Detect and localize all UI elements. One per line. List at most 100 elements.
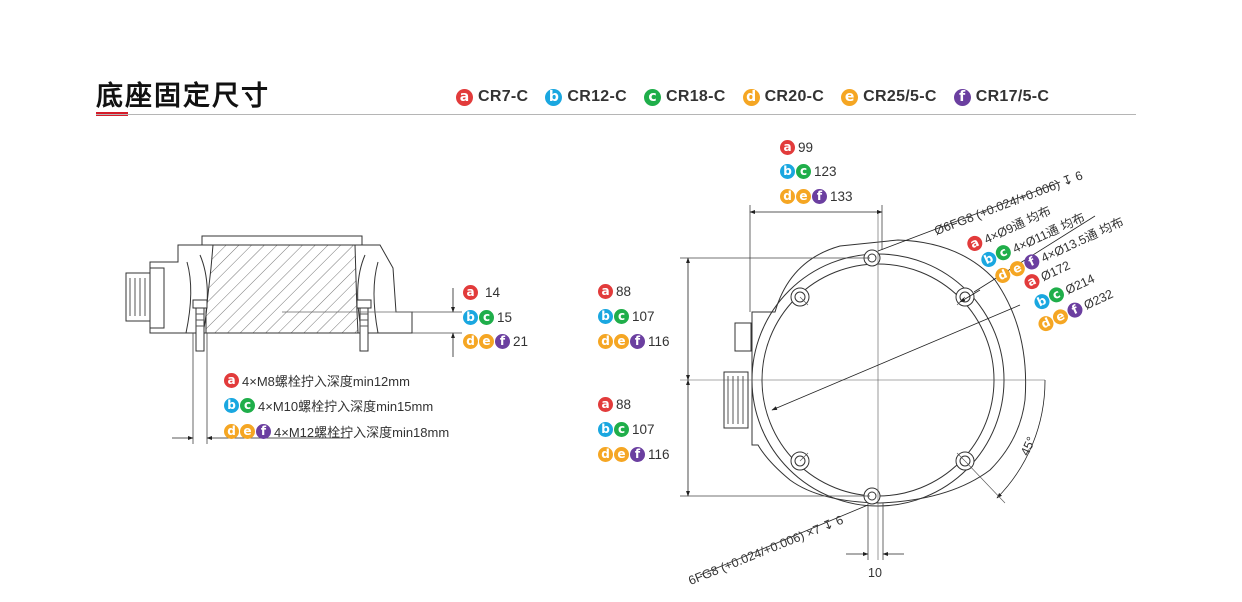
side-cavity-left: [185, 261, 192, 334]
dim-value: 14: [485, 285, 501, 300]
badge-a-icon: a: [456, 88, 473, 106]
badge-a-icon: a: [780, 140, 795, 155]
legend-label: CR18-C: [665, 88, 726, 105]
bolt-head-right: [356, 299, 372, 309]
dim-value: 123: [814, 164, 837, 179]
dim-value: 133: [830, 189, 853, 204]
badge-a-icon: a: [598, 397, 613, 412]
badge-c-icon: c: [240, 398, 255, 413]
dim-value: 15: [497, 310, 513, 325]
legend-label: CR7-C: [478, 88, 529, 105]
legend-item-f: f CR17/5-C: [953, 88, 1050, 106]
badge-c-icon: c: [479, 310, 494, 325]
badge-d-icon: d: [742, 88, 760, 106]
legend-label: CR25/5-C: [863, 88, 937, 105]
bolt-shank-left: [195, 307, 205, 352]
top-connector-small: [734, 322, 752, 352]
dim-value: 21: [513, 334, 529, 349]
badge-f-icon: f: [953, 88, 971, 106]
badge-b-icon: b: [463, 310, 478, 325]
badge-e-icon: e: [614, 447, 629, 462]
legend-item-d: d CR20-C: [742, 88, 825, 106]
badge-b-icon: b: [545, 88, 563, 106]
dim-value: 88: [616, 284, 632, 299]
legend-item-a: a CR7-C: [456, 88, 528, 106]
badge-f-icon: f: [495, 334, 510, 349]
title-divider: [96, 114, 1136, 115]
dim-value: 99: [798, 140, 814, 155]
side-top-plate: [201, 235, 363, 246]
leader-pin-top: [877, 181, 1061, 252]
badge-d-icon: d: [598, 334, 613, 349]
badge-c-icon: c: [643, 88, 661, 106]
side-view: [125, 235, 462, 444]
dim-value: 107: [632, 309, 655, 324]
badge-b-icon: b: [598, 422, 613, 437]
side-hatched-section: [205, 244, 359, 334]
badge-e-icon: e: [796, 189, 811, 204]
badge-d-icon: d: [463, 334, 478, 349]
badge-a-icon: a: [598, 284, 613, 299]
badge-e-icon: e: [614, 334, 629, 349]
badge-e-icon: e: [841, 88, 859, 106]
badge-c-icon: c: [614, 309, 629, 324]
bolt-shank-right: [359, 307, 369, 352]
legend-label: CR12-C: [567, 88, 627, 105]
dim-value: 107: [632, 422, 655, 437]
badge-f-icon: f: [256, 424, 271, 439]
page-title: 底座固定尺寸: [96, 81, 270, 112]
lower-height-callout-a: a 88: [598, 397, 631, 412]
leader-diameter: [771, 304, 1021, 411]
badge-b-icon: b: [780, 164, 795, 179]
bottom-width-label: 10: [868, 566, 882, 580]
width-callout-a: a 99: [780, 140, 813, 155]
leader-pin-bottom: [699, 504, 869, 576]
bolt-spec: 4×M8螺栓拧入深度min12mm: [242, 374, 410, 389]
dim-value: 116: [648, 334, 670, 349]
legend-item-b: b CR12-C: [545, 88, 627, 106]
top-body-outline: [751, 239, 1027, 504]
legend-item-c: c CR18-C: [643, 88, 726, 106]
badge-d-icon: d: [598, 447, 613, 462]
badge-e-icon: e: [479, 334, 494, 349]
badge-b-icon: b: [598, 309, 613, 324]
legend-label: CR17/5-C: [975, 88, 1050, 105]
badge-d-icon: d: [780, 189, 795, 204]
badge-f-icon: f: [630, 447, 645, 462]
bolt-head-left: [192, 299, 208, 309]
badge-f-icon: f: [812, 189, 827, 204]
bolt-spec: 4×M12螺栓拧入深度min18mm: [274, 425, 450, 440]
model-legend: a CR7-C b CR12-C c CR18-C d CR20-C e CR2…: [456, 88, 1049, 106]
badge-f-icon: f: [630, 334, 645, 349]
badge-a-icon: a: [224, 373, 239, 388]
top-view: [680, 181, 1096, 576]
bolt-spec: 4×M10螺栓拧入深度min15mm: [258, 399, 434, 414]
dim-value: 88: [616, 397, 632, 412]
upper-height-callout-a: a 88: [598, 284, 631, 299]
badge-d-icon: d: [224, 424, 239, 439]
side-cavity-left-inner: [199, 254, 208, 334]
side-cavity-right: [373, 261, 379, 334]
height-callout-a: a 14: [463, 285, 500, 300]
badge-e-icon: e: [240, 424, 255, 439]
side-connector-base: [149, 267, 165, 329]
badge-b-icon: b: [224, 398, 239, 413]
badge-a-icon: a: [463, 285, 478, 300]
dim-value: 116: [648, 447, 670, 462]
badge-c-icon: c: [796, 164, 811, 179]
badge-c-icon: c: [614, 422, 629, 437]
legend-label: CR20-C: [764, 88, 825, 105]
legend-item-e: e CR25/5-C: [841, 88, 937, 106]
bolt-callout-a: a 4×M8螺栓拧入深度min12mm: [224, 371, 410, 390]
